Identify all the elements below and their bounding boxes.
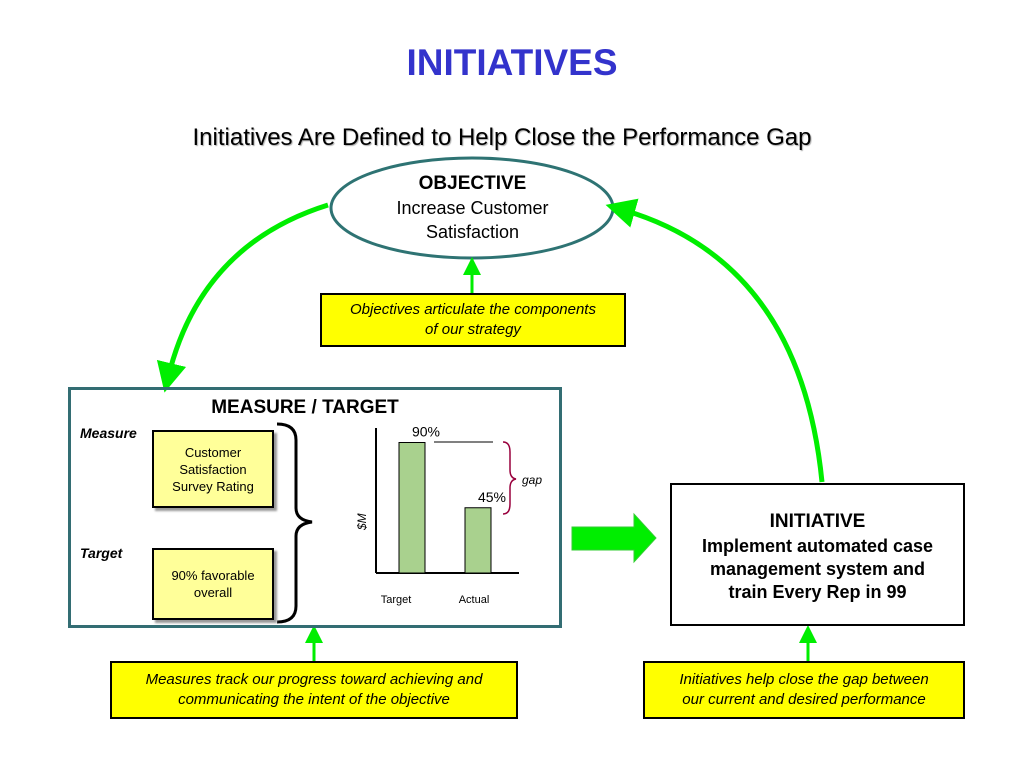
- objective-text: OBJECTIVE Increase Customer Satisfaction: [330, 172, 615, 244]
- initiative-box: INITIATIVE Implement automated case mana…: [670, 483, 965, 626]
- curved-arrow-initiative-to-objective: [605, 198, 825, 483]
- target-box: 90% favorable overall: [152, 548, 274, 620]
- bar-chart: $M 90% Target 45% Actual: [355, 424, 519, 606]
- block-arrow-right: [571, 512, 657, 564]
- initiative-line2: management system and: [709, 559, 926, 579]
- y-axis-label: $M: [355, 513, 369, 531]
- bar-target: [398, 442, 426, 574]
- target-box-line1: 90% favorable: [171, 568, 255, 583]
- slide-title: INITIATIVES: [406, 42, 618, 83]
- measures-note-box: Measures track our progress toward achie…: [110, 661, 518, 719]
- initiatives-note-box: Initiatives help close the gap between o…: [643, 661, 965, 719]
- gap-label: gap: [522, 473, 542, 487]
- slide-subtitle: Initiatives Are Defined to Help Close th…: [192, 124, 812, 151]
- target-box-line2: overall: [193, 585, 233, 600]
- data-label-actual: 45%: [478, 489, 506, 505]
- objective-note-line1: Objectives articulate the components: [350, 301, 596, 318]
- objective-note-box: Objectives articulate the components of …: [320, 293, 626, 347]
- curly-brace: [276, 422, 313, 624]
- measure-box-line3: Survey Rating: [172, 478, 254, 494]
- initiatives-note-line2: our current and desired performance: [682, 691, 926, 708]
- measures-note-line1: Measures track our progress toward achie…: [145, 671, 483, 688]
- target-label: Target: [80, 545, 123, 561]
- gap-brace: [502, 441, 517, 515]
- measure-label: Measure: [80, 425, 137, 441]
- data-label-target: 90%: [412, 424, 440, 440]
- objective-heading: OBJECTIVE: [418, 173, 527, 194]
- curved-arrow-objective-to-measure: [156, 202, 329, 393]
- measure-box-line1: Customer: [184, 444, 242, 460]
- initiative-heading: INITIATIVE: [769, 511, 866, 532]
- tick-label-target: Target: [381, 594, 412, 606]
- measures-note-line2: communicating the intent of the objectiv…: [178, 691, 450, 708]
- objective-note-line2: of our strategy: [425, 321, 521, 338]
- initiative-line3: train Every Rep in 99: [728, 582, 907, 602]
- tick-label-actual: Actual: [459, 594, 490, 606]
- bar-actual: [464, 507, 492, 574]
- measure-target-panel: [68, 387, 562, 628]
- measure-box-line2: Satisfaction: [179, 461, 247, 477]
- objective-line1: Increase Customer: [396, 198, 549, 218]
- initiatives-note-line1: Initiatives help close the gap between: [679, 671, 929, 688]
- initiative-line1: Implement automated case: [701, 536, 934, 556]
- objective-line2: Satisfaction: [425, 222, 520, 242]
- measure-box: Customer Satisfaction Survey Rating: [152, 430, 274, 508]
- measure-target-heading: MEASURE / TARGET: [211, 397, 399, 418]
